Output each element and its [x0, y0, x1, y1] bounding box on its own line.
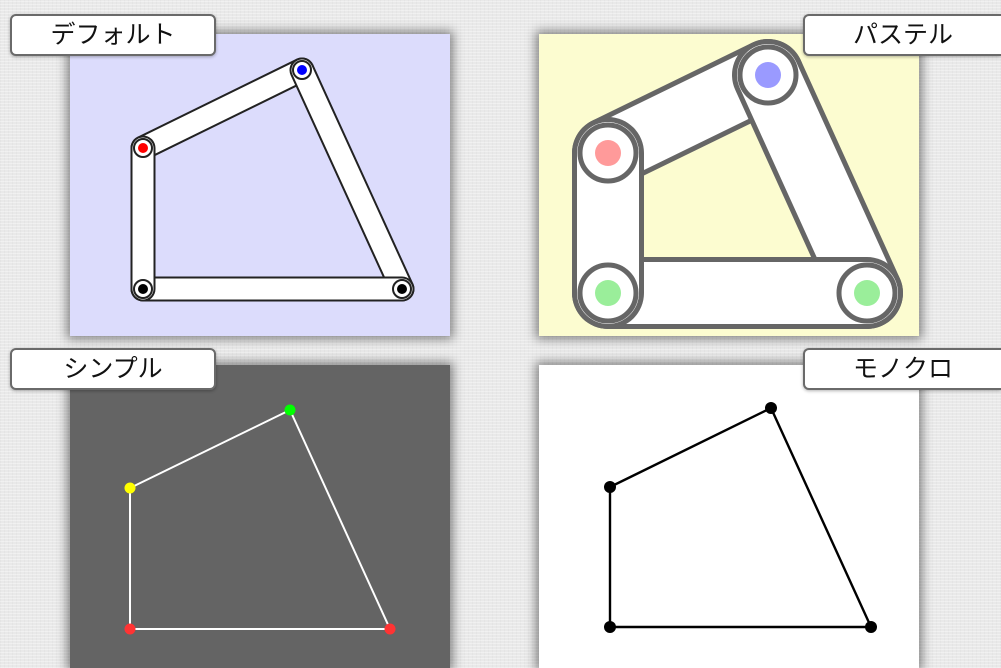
- panel-background: [70, 365, 450, 668]
- joint-bottom-right: [865, 621, 877, 633]
- simple-linkage-diagram: [70, 365, 450, 668]
- joint-top-left: [124, 482, 136, 494]
- theme-label-pastel: パステル: [803, 14, 1001, 56]
- theme-label-simple: シンプル: [10, 348, 216, 390]
- joint-bottom-left: [124, 623, 136, 635]
- joint-bottom-right: [392, 279, 412, 299]
- pastel-linkage-diagram: [539, 34, 919, 336]
- theme-label-monochrome: モノクロ: [803, 348, 1001, 390]
- link-top-right: [289, 57, 415, 302]
- default-theme-preview[interactable]: [70, 34, 450, 336]
- link-left-top: [130, 57, 315, 161]
- joint-bottom-right: [836, 262, 898, 324]
- monochrome-linkage-diagram: [539, 365, 919, 668]
- joint-top-left: [577, 122, 639, 184]
- simple-theme-preview[interactable]: [70, 365, 450, 668]
- link-left-top: [129, 409, 291, 489]
- link-top-right: [289, 409, 391, 630]
- pastel-theme-preview[interactable]: [539, 34, 919, 336]
- joint-top-right: [284, 404, 296, 416]
- joint-bottom-left: [133, 279, 153, 299]
- monochrome-theme-preview[interactable]: [539, 365, 919, 668]
- joint-top-right: [292, 60, 312, 80]
- joint-top-left: [604, 481, 616, 493]
- joint-bottom-right: [384, 623, 396, 635]
- joint-top-left: [133, 138, 153, 158]
- link-top-right: [732, 39, 903, 329]
- panel-background: [539, 365, 919, 668]
- theme-label-default: デフォルト: [10, 14, 216, 56]
- default-linkage-diagram: [70, 34, 450, 336]
- joint-bottom-left: [577, 262, 639, 324]
- joint-top-right: [765, 402, 777, 414]
- link-left-top: [608, 406, 773, 489]
- joint-top-right: [737, 44, 799, 106]
- joint-bottom-left: [604, 621, 616, 633]
- link-top-right: [769, 406, 873, 629]
